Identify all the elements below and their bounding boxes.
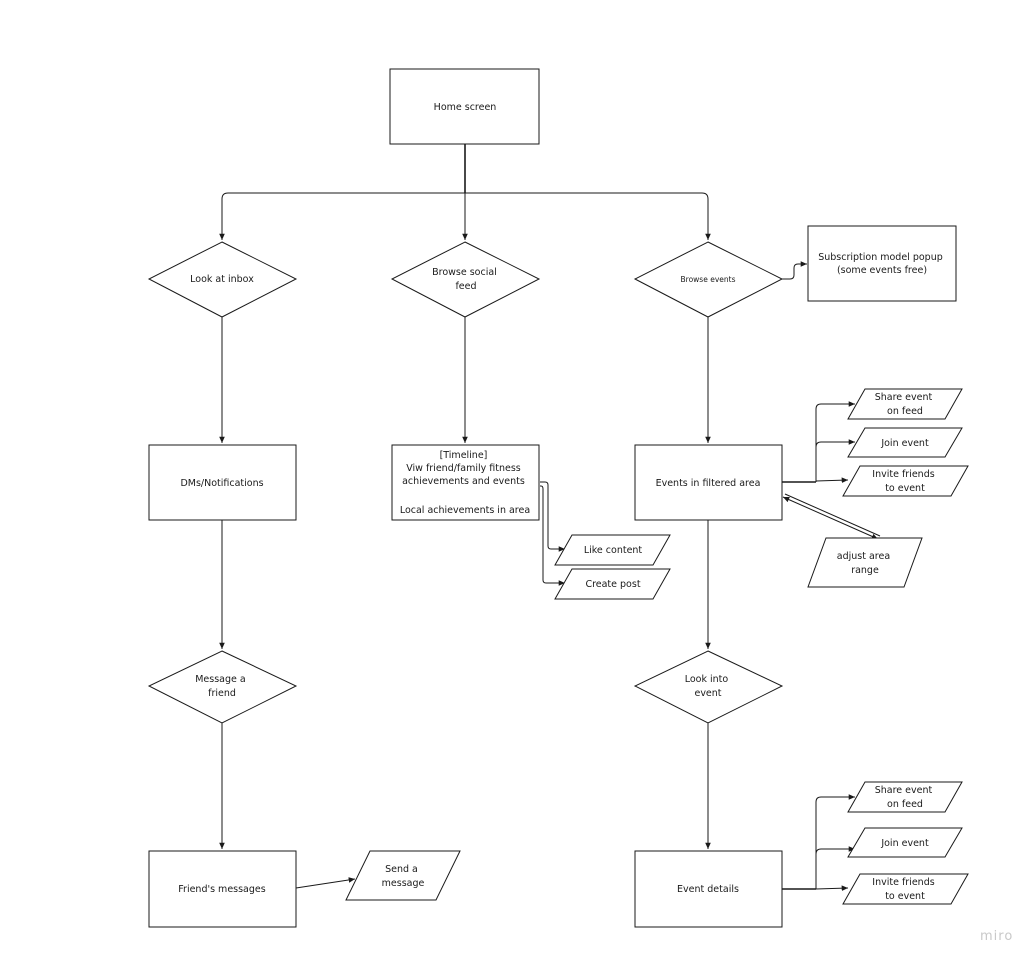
connector-timeline-to-create	[540, 485, 565, 586]
connectors	[219, 144, 881, 891]
node-label: Event details	[677, 884, 739, 895]
node-label: Home screen	[434, 102, 497, 113]
node-label: Events in filtered area	[656, 478, 761, 489]
connector-friendmsgs-to-send	[295, 877, 356, 889]
connector-timeline-to-like	[540, 481, 565, 552]
connector-home-to-events	[228, 192, 711, 240]
node-dms-notifications[interactable]: DMs/Notifications	[148, 444, 297, 521]
connector-filtered-to-join	[815, 439, 855, 482]
miro-watermark: miro	[980, 929, 1013, 944]
node-label: Create post	[585, 579, 640, 590]
node-label: Message a friend	[195, 674, 249, 699]
node-send-a-message[interactable]: Send a message	[345, 850, 461, 901]
node-label: Invite friends to event	[872, 877, 937, 902]
node-label: Share event on feed	[875, 785, 936, 810]
node-event-details[interactable]: Event details	[634, 850, 783, 928]
connector-filtered-to-share	[815, 401, 855, 482]
connector-events-to-subscription	[782, 261, 807, 280]
node-look-into-event[interactable]: Look into event	[633, 650, 784, 724]
node-label: Friend's messages	[178, 884, 265, 895]
node-label: Invite friends to event	[872, 469, 937, 494]
connector-details-to-invite	[815, 885, 849, 891]
node-share-event-on-feed-1[interactable]: Share event on feed	[847, 388, 963, 420]
connector-details-to-join	[815, 846, 855, 889]
node-join-event-1[interactable]: Join event	[847, 427, 963, 458]
node-friends-messages[interactable]: Friend's messages	[148, 850, 297, 928]
node-label: Look at inbox	[190, 274, 254, 285]
node-invite-friends-1[interactable]: Invite friends to event	[842, 465, 969, 497]
node-timeline[interactable]: [Timeline] Viw friend/family fitness ach…	[391, 444, 540, 521]
node-label: Join event	[880, 838, 929, 849]
connector-filtered-adjust-a	[782, 496, 879, 540]
node-label: Like content	[584, 545, 643, 556]
connector-filtered-to-invite	[815, 477, 849, 483]
node-adjust-area-range[interactable]: adjust area range	[807, 537, 923, 588]
node-create-post[interactable]: Create post	[554, 568, 671, 600]
node-browse-events[interactable]: Browse events	[633, 241, 784, 318]
connector-filtered-adjust-b	[784, 493, 881, 537]
node-message-a-friend[interactable]: Message a friend	[147, 650, 298, 724]
node-label: [Timeline] Viw friend/family fitness ach…	[400, 450, 530, 516]
node-label: Share event on feed	[875, 392, 936, 417]
node-share-event-on-feed-2[interactable]: Share event on feed	[847, 781, 963, 813]
node-label: adjust area range	[837, 551, 893, 576]
node-label: Send a message	[382, 864, 425, 889]
node-label: Browse events	[681, 275, 736, 284]
node-subscription-popup[interactable]: Subscription model popup (some events fr…	[807, 225, 957, 302]
node-label: Join event	[880, 438, 929, 449]
node-home-screen[interactable]: Home screen	[389, 68, 540, 145]
node-label: Browse social feed	[432, 267, 500, 292]
node-look-at-inbox[interactable]: Look at inbox	[147, 241, 298, 318]
node-label: Subscription model popup (some events fr…	[818, 252, 946, 276]
connector-home-to-inbox	[219, 192, 229, 240]
node-label: Look into event	[685, 674, 732, 699]
node-browse-social-feed[interactable]: Browse social feed	[390, 241, 541, 318]
node-events-filtered-area[interactable]: Events in filtered area	[634, 444, 783, 521]
node-label: DMs/Notifications	[180, 478, 263, 489]
node-like-content[interactable]: Like content	[554, 534, 671, 566]
node-invite-friends-2[interactable]: Invite friends to event	[842, 873, 969, 905]
node-join-event-2[interactable]: Join event	[847, 827, 963, 858]
connector-details-to-share	[815, 794, 855, 889]
